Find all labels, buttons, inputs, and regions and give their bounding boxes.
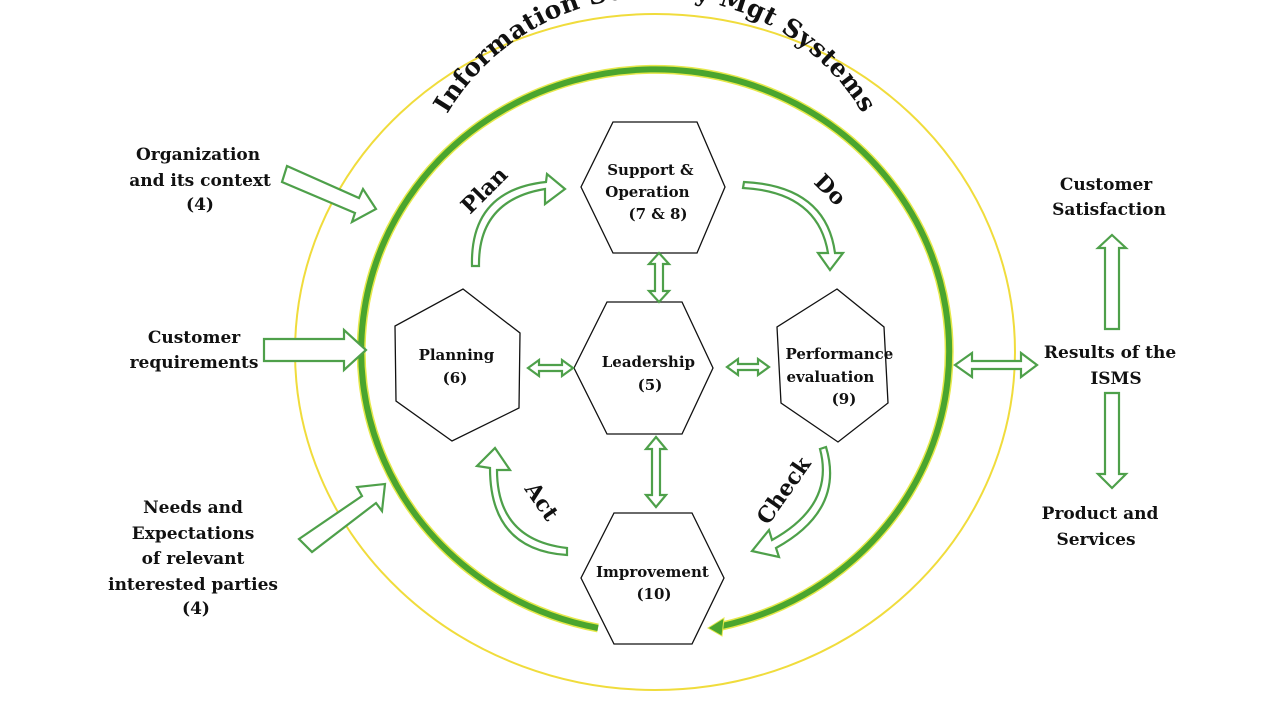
output-label-results[interactable]: Results of the ISMS — [1044, 343, 1182, 389]
input-label-organization[interactable]: Organization and its context (4) — [129, 145, 277, 215]
hex-performance-line2: evaluation — [786, 368, 874, 386]
double-arrow-leadership-improvement-icon — [643, 435, 669, 509]
double-arrow-support-leadership-icon — [646, 251, 672, 304]
do-arrow-icon — [741, 180, 846, 272]
double-arrow-leadership-performance-icon — [725, 356, 771, 378]
hexagon-improvement[interactable]: Improvement (10) — [580, 512, 725, 645]
hex-support-line2: Operation — [605, 183, 689, 201]
page-title: Information Security Mgt Systems — [428, 0, 883, 117]
svg-text:Leadership (5): Leadership (5) — [602, 353, 701, 394]
hex-support-line1: Support & — [607, 161, 694, 179]
input-label-needs-expectations[interactable]: Needs and Expectations of relevant inter… — [108, 498, 284, 619]
svg-text:Improvement (10): Improvement (10) — [596, 563, 714, 603]
input-arrow-organization-icon — [280, 164, 378, 225]
hexagon-performance-evaluation[interactable]: Performance evaluation (9) — [776, 288, 899, 443]
svg-text:Performance evaluation: Performance evaluation (9) — [785, 345, 898, 408]
output-arrow-products-icon — [1095, 391, 1129, 490]
hex-performance-line3: (9) — [832, 390, 857, 408]
output-label-products[interactable]: Product and Services — [1042, 504, 1165, 550]
inner-ring-arrowhead-icon — [707, 617, 725, 637]
hexagon-support-operation[interactable]: Support & Operation (7 & 8) — [580, 121, 726, 254]
cycle-label-do: Do — [809, 169, 851, 211]
svg-text:Support & Operation: Support & Operation (7 & 8) — [605, 161, 699, 223]
double-arrow-planning-leadership-icon — [526, 357, 575, 379]
hexagon-leadership[interactable]: Leadership (5) — [573, 301, 714, 435]
hex-support-line3: (7 & 8) — [628, 205, 687, 223]
svg-text:Planning (6): Planning (6) — [419, 346, 500, 387]
check-arrow-icon — [750, 445, 832, 559]
act-arrow-icon — [474, 446, 569, 557]
hex-planning-line2: (6) — [443, 369, 468, 387]
inner-ring — [358, 66, 953, 631]
cycle-label-plan: Plan — [456, 162, 513, 219]
hex-improvement-line1: Improvement — [596, 563, 709, 581]
hex-leadership-line1: Leadership — [602, 353, 695, 371]
output-arrow-satisfaction-icon — [1095, 233, 1129, 331]
hex-planning-line1: Planning — [419, 346, 495, 364]
plan-arrow-icon — [470, 171, 567, 268]
hex-improvement-line2: (10) — [636, 585, 671, 603]
input-arrow-needs-expectations-icon — [297, 482, 387, 554]
input-arrow-customer-requirements-icon — [262, 327, 368, 373]
cycle-label-act: Act — [519, 477, 565, 527]
hex-leadership-line2: (5) — [638, 376, 663, 394]
output-double-arrow-results-icon — [953, 350, 1039, 380]
input-label-customer-requirements[interactable]: Customer requirements — [130, 328, 259, 373]
output-label-satisfaction[interactable]: Customer Satisfaction — [1052, 175, 1166, 220]
hexagon-planning[interactable]: Planning (6) — [394, 288, 521, 442]
hex-performance-line1: Performance — [785, 345, 893, 363]
